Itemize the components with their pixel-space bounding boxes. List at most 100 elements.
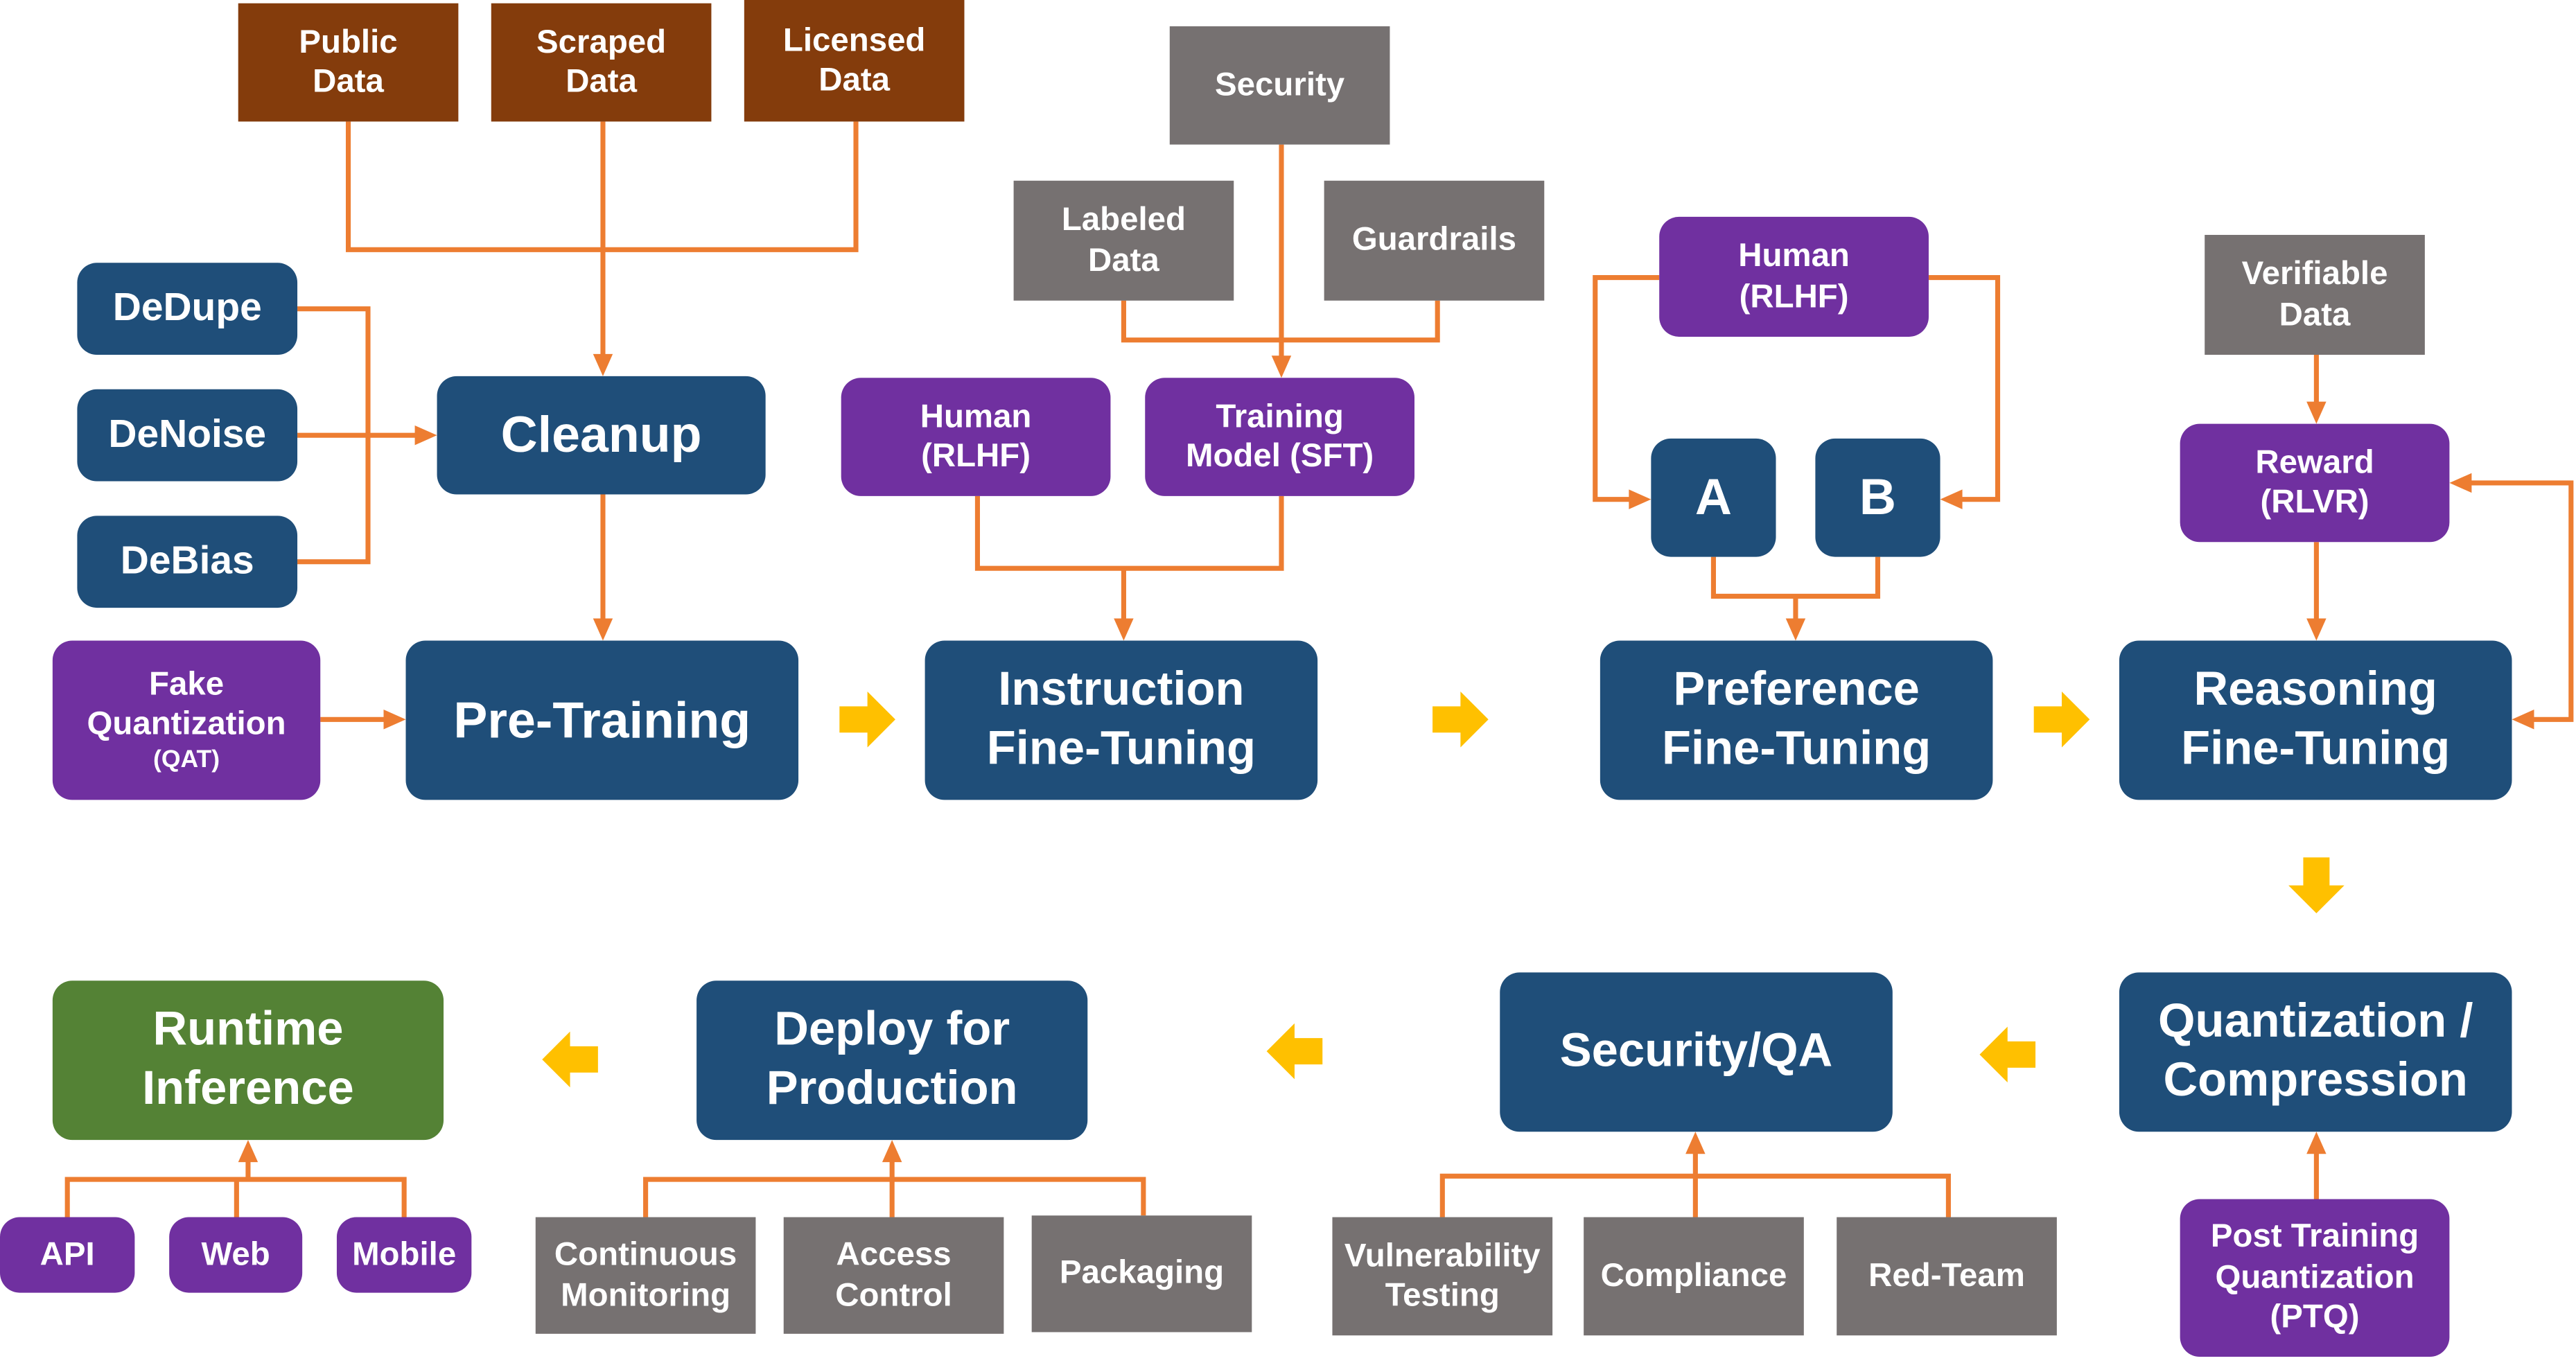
connector-line	[1710, 556, 1881, 599]
node-human-rlhf-1: Human(RLHF)	[841, 378, 1111, 496]
node-label-line: Security/QA	[1559, 1024, 1833, 1078]
flow-arrow-right-icon	[839, 691, 895, 748]
node-web: Web	[169, 1217, 303, 1293]
node-label-line: Monitoring	[561, 1277, 731, 1314]
node-cleanup: Cleanup	[437, 376, 766, 495]
node-label-line: Data	[566, 64, 637, 100]
node-label-line: Continuous	[554, 1237, 737, 1274]
node-label-line: Testing	[1385, 1278, 1500, 1314]
arrowhead-icon	[1685, 1132, 1706, 1154]
node-quantization-compression: Quantization /Compression	[2119, 972, 2512, 1132]
node-reward-rlvr: Reward(RLVR)	[2180, 423, 2450, 543]
connector-line	[974, 495, 1284, 571]
node-label-line: Security	[1215, 67, 1345, 103]
node-label-line: Instruction	[998, 663, 1245, 716]
node-label-line: (RLHF)	[1739, 278, 1849, 315]
node-label-line: (QAT)	[152, 745, 220, 773]
node-label-line: Web	[201, 1236, 270, 1273]
node-label-line: Vulnerability	[1344, 1238, 1541, 1274]
connector-line	[2471, 480, 2574, 722]
connector-line	[1121, 300, 1440, 343]
node-label-line: B	[1859, 468, 1897, 526]
flow-arrow-right-icon	[1432, 691, 1489, 748]
node-label-line: Model (SFT)	[1185, 438, 1374, 475]
node-pre-training: Pre-Training	[405, 640, 799, 800]
arrowhead-icon	[1785, 618, 1806, 641]
node-label-line: Guardrails	[1351, 222, 1517, 258]
arrowhead-icon	[2512, 710, 2534, 730]
node-label-line: Pre-Training	[453, 691, 751, 748]
node-label-line: API	[40, 1236, 95, 1273]
node-api: API	[0, 1217, 135, 1293]
node-label-line: Production	[766, 1062, 1018, 1115]
node-label-line: Fine-Tuning	[2181, 721, 2451, 775]
arrowhead-icon	[593, 618, 613, 641]
arrowhead-icon	[882, 1140, 902, 1163]
arrowhead-icon	[2449, 473, 2472, 493]
node-label-line: Fine-Tuning	[1662, 721, 1931, 775]
node-dedupe: DeDupe	[77, 263, 298, 355]
node-label-line: Cleanup	[500, 405, 702, 464]
arrowhead-icon	[2306, 618, 2327, 641]
node-label-line: Data	[818, 62, 891, 99]
node-label-line: Compression	[2163, 1053, 2468, 1107]
arrowhead-icon	[2306, 1132, 2327, 1154]
node-packaging: Packaging	[1031, 1215, 1252, 1333]
node-label-line: Labeled	[1061, 202, 1186, 238]
node-label-line: (PTQ)	[2270, 1299, 2360, 1336]
node-guardrails: Guardrails	[1324, 180, 1545, 301]
node-label-line: DeBias	[120, 539, 254, 584]
node-label-line: Data	[2279, 296, 2351, 333]
node-label-line: Post Training	[2210, 1219, 2419, 1256]
node-label-line: Data	[313, 64, 384, 100]
node-label-line: Training	[1216, 398, 1344, 435]
node-label-line: Public	[299, 24, 398, 60]
node-red-team: Red-Team	[1837, 1217, 2057, 1336]
arrowhead-icon	[1940, 489, 1963, 509]
arrowhead-icon	[1114, 618, 1134, 641]
node-option-a: A	[1651, 438, 1776, 557]
arrowhead-icon	[593, 353, 613, 376]
node-label-line: Human	[920, 398, 1032, 435]
node-label-line: Verifiable	[2241, 256, 2388, 293]
node-label-line: Reward	[2255, 444, 2374, 481]
node-mobile: Mobile	[336, 1217, 472, 1293]
flow-arrow-down-icon	[2288, 857, 2345, 913]
node-label-line: Quantization	[87, 707, 286, 744]
node-denoise: DeNoise	[77, 389, 298, 482]
flow-arrow-left-icon	[542, 1031, 598, 1088]
arrowhead-icon	[1271, 355, 1292, 378]
node-label-line: DeDupe	[112, 286, 262, 331]
node-label-line: Runtime	[152, 1003, 344, 1057]
node-label-line: DeNoise	[108, 412, 267, 457]
node-security-qa: Security/QA	[1500, 972, 1893, 1132]
node-label-line: Inference	[142, 1062, 354, 1115]
node-label-line: Fine-Tuning	[986, 721, 1256, 775]
node-label-line: (RLHF)	[921, 438, 1031, 475]
node-label-line: Preference	[1673, 663, 1920, 716]
connector-line	[1928, 275, 2001, 502]
node-label-line: (RLVR)	[2260, 484, 2369, 521]
node-label-line: Compliance	[1600, 1258, 1787, 1294]
node-label-line: Quantization	[2215, 1259, 2415, 1296]
node-label-line: Reasoning	[2193, 663, 2437, 716]
arrowhead-icon	[383, 710, 406, 730]
flow-arrow-right-icon	[2033, 691, 2090, 748]
arrowhead-icon	[414, 425, 437, 446]
